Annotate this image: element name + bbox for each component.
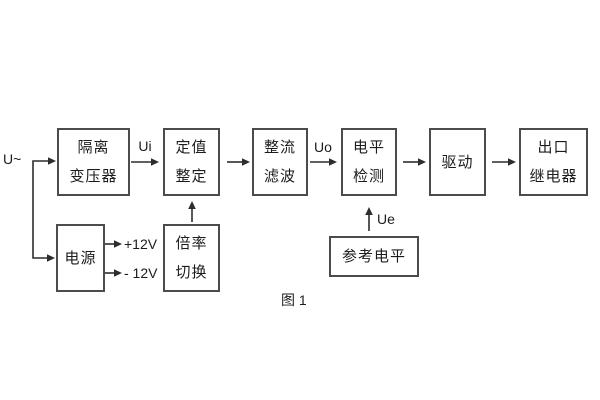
block-setting-adjust: 定值 整定 [163, 128, 220, 196]
signal-label-uo: Uo [314, 139, 332, 155]
power-label-plus12: +12V [124, 236, 158, 252]
input-label: U~ [3, 151, 22, 167]
block-label-line: 电源 [64, 249, 97, 267]
signal-label-ue: Ue [377, 211, 395, 227]
arrow-drive-to-relay [492, 158, 516, 166]
block-level-detection: 电平 检测 [341, 128, 397, 196]
figure-caption: 图 1 [281, 292, 307, 308]
block-reference-level: 参考电平 [329, 236, 419, 277]
block-label-line: 检测 [352, 168, 385, 185]
input-connector-arrow [32, 157, 56, 262]
signal-label-ui: Ui [138, 138, 152, 154]
block-drive: 驱动 [429, 128, 486, 196]
block-label-line: 倍率 [175, 235, 208, 252]
block-rectifier-filter: 整流 滤波 [252, 128, 308, 196]
block-label-line: 滤波 [263, 168, 296, 185]
block-label-line: 切换 [175, 264, 208, 281]
arrow-ratio-to-setting [188, 201, 196, 222]
block-label-line: 定值 [175, 139, 208, 156]
block-label-line: 电平 [352, 139, 385, 156]
power-label-minus12: - 12V [124, 265, 158, 281]
block-label-line: 参考电平 [341, 248, 406, 265]
block-label-line: 继电器 [529, 168, 578, 185]
block-label-line: 隔离 [77, 139, 110, 156]
block-label-line: 整定 [175, 168, 208, 185]
block-label-line: 出口 [537, 139, 570, 156]
block-isolation-transformer: 隔离 变压器 [57, 128, 130, 196]
arrow-ui [131, 158, 159, 166]
arrow-plus12 [104, 240, 122, 248]
block-label-line: 变压器 [69, 168, 118, 185]
block-power-supply: 电源 [56, 224, 105, 292]
arrow-setting-to-rectifier [227, 158, 250, 166]
block-ratio-switch: 倍率 切换 [163, 224, 220, 292]
block-label-line: 整流 [263, 139, 296, 156]
arrow-ue [365, 207, 373, 231]
block-label-line: 驱动 [441, 153, 474, 171]
arrow-minus12 [104, 269, 122, 277]
block-output-relay: 出口 继电器 [519, 128, 588, 196]
arrow-level-to-drive [403, 158, 426, 166]
arrow-uo [310, 158, 337, 166]
